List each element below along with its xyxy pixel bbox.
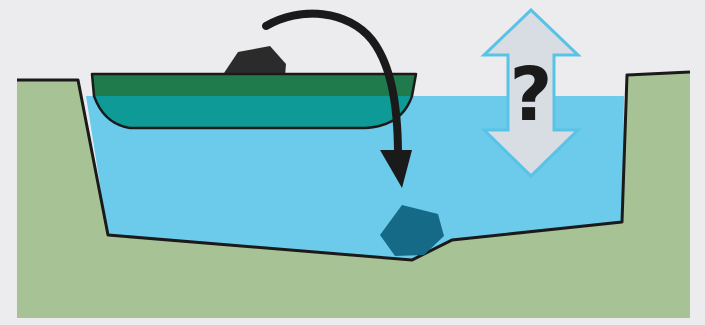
curved-arrow-head (380, 150, 412, 188)
ground (17, 72, 690, 318)
boat-cabin (222, 46, 286, 76)
boat-outline (90, 72, 418, 130)
boat-icon (90, 46, 418, 130)
lake-bed-outline (17, 70, 691, 262)
curved-arrow-shaft (262, 9, 402, 160)
question-mark-label: ? (510, 52, 553, 138)
curved-arrow-icon (262, 9, 412, 188)
rock-icon (380, 205, 444, 256)
double-headed-arrow-icon (480, 7, 582, 179)
boat-hull-lower (94, 96, 412, 128)
boat-hull-upper (92, 74, 416, 96)
